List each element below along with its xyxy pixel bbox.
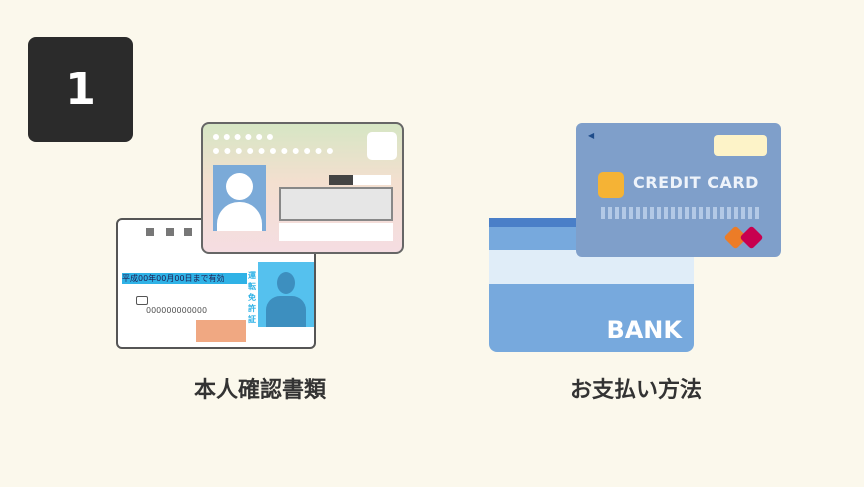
credit-card-illustration: ◀ CREDIT CARD [576, 123, 781, 257]
license-title: 運転免許証 [248, 271, 256, 324]
step-number: 1 [65, 64, 96, 115]
license-validity: 平成00年00月00日まで有効 [122, 273, 247, 284]
identity-documents-label: 本人確認書類 [193, 378, 326, 403]
license-photo [258, 262, 314, 327]
my-number-card-illustration [201, 122, 404, 254]
payment-method-label: お支払い方法 [569, 378, 702, 403]
credit-card-text: CREDIT CARD [633, 173, 759, 192]
license-number: 000000000000 [146, 306, 208, 315]
step-number-badge: 1 [28, 37, 133, 142]
bank-card-text: BANK [606, 316, 682, 344]
